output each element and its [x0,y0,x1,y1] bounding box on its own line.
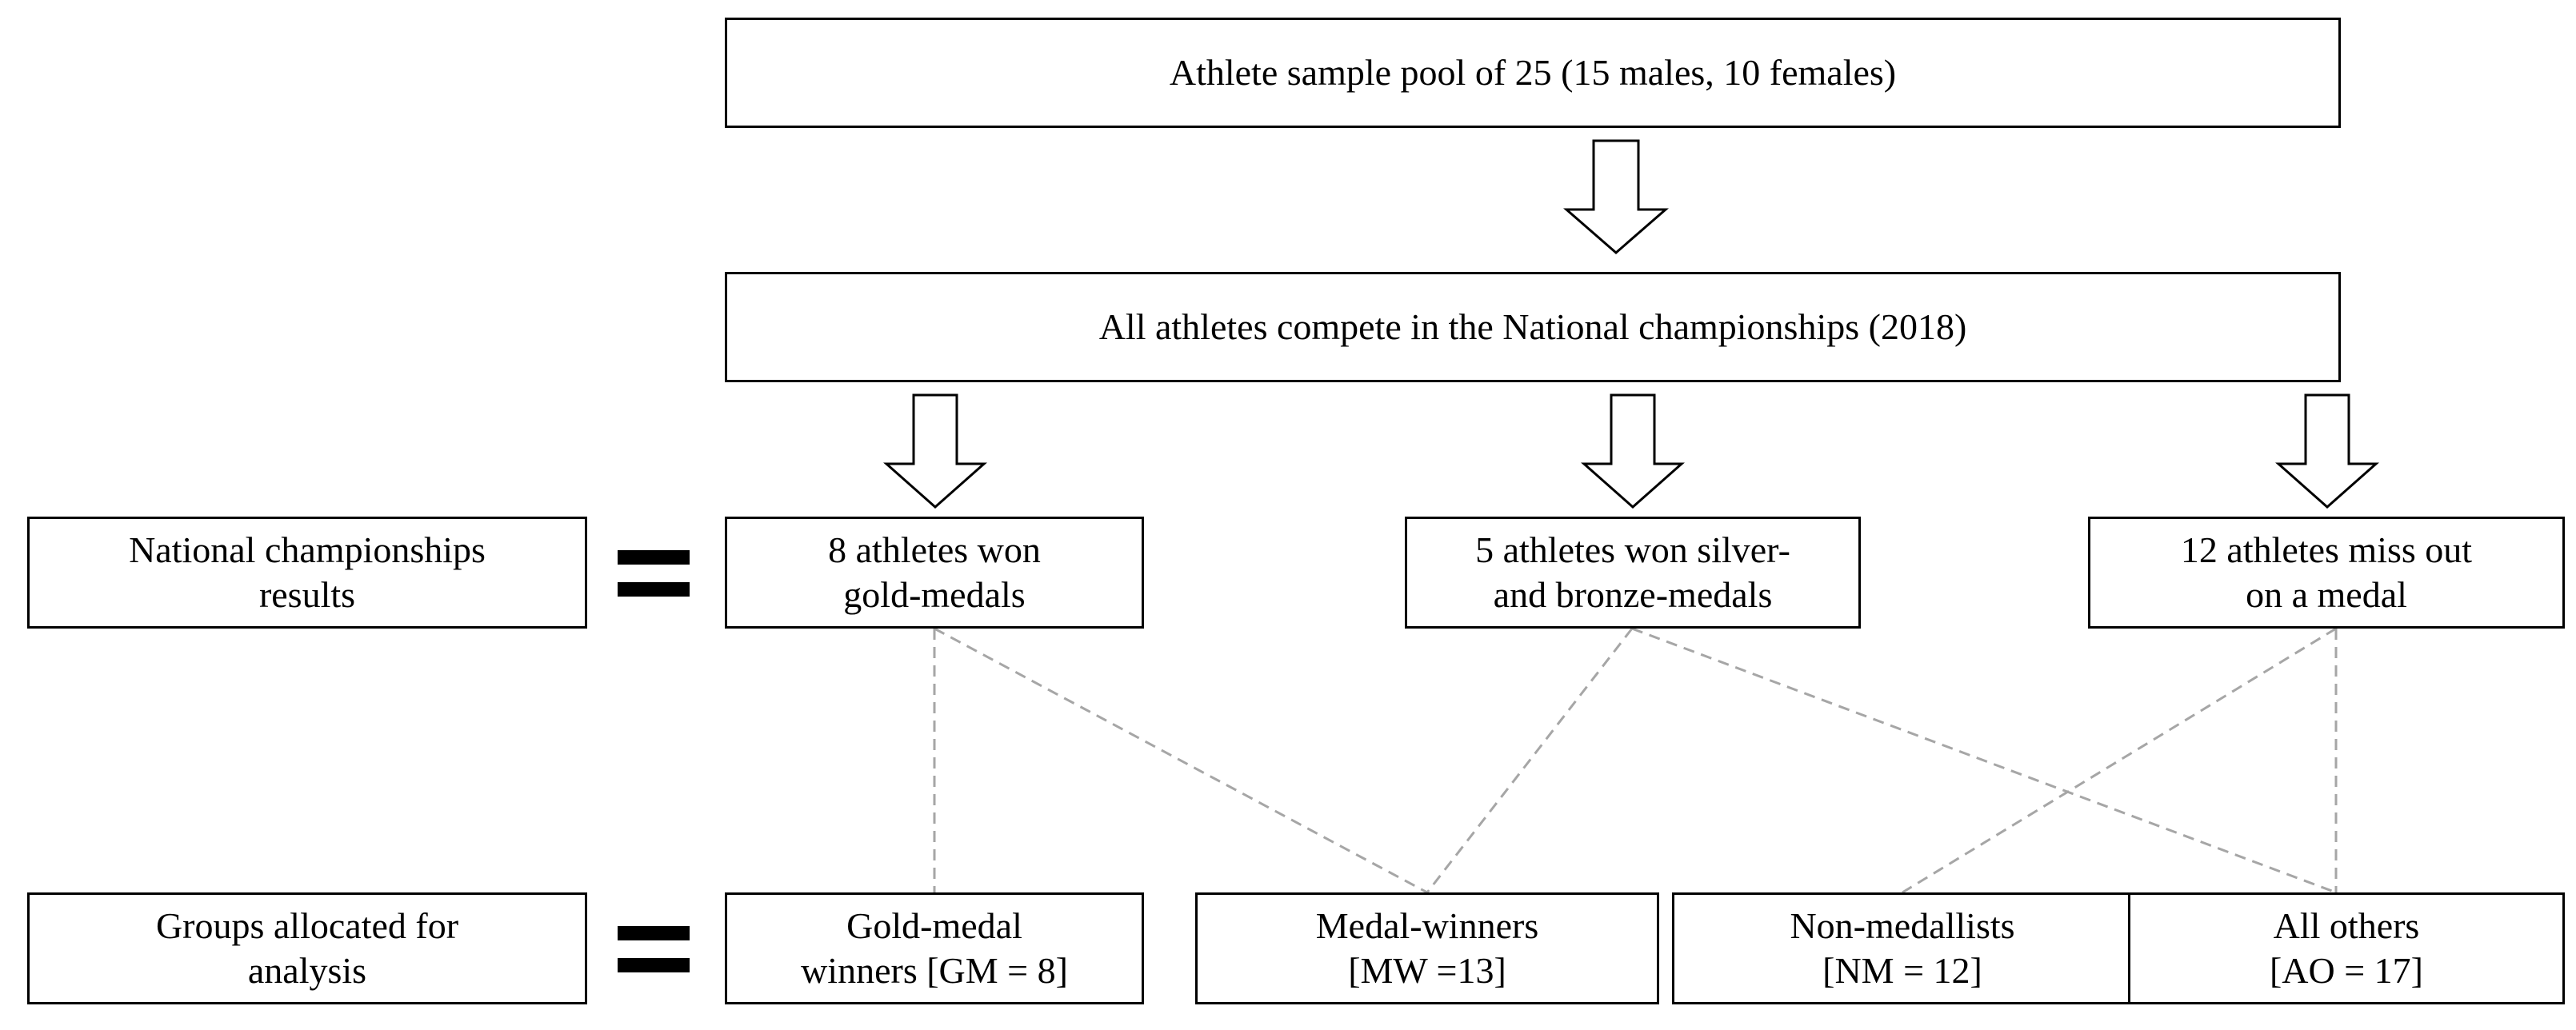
dashed-gold-to-mw [934,627,1428,894]
dashed-nomedal-to-nm [1902,627,2337,894]
arrow-compete-to-gold [883,393,987,509]
equals-sign-groups [618,926,690,974]
no-medal-box: 12 athletes miss out on a medal [2088,517,2565,629]
arrow-compete-to-no-medal [2275,393,2379,509]
pool-box: Athlete sample pool of 25 (15 males, 10 … [725,18,2341,128]
arrow-pool-to-compete [1562,139,1670,254]
silver-bronze-box: 5 athletes won silver- and bronze-medals [1405,517,1861,629]
results-label-box: National championships results [27,517,587,629]
dashed-silver-to-mw [1426,628,1634,893]
gm-group-box: Gold-medal winners [GM = 8] [725,892,1144,1004]
compete-box: All athletes compete in the National cha… [725,272,2341,382]
groups-label-box: Groups allocated for analysis [27,892,587,1004]
nm-group-box: Non-medallists [NM = 12] [1672,892,2133,1004]
equals-sign-results [618,550,690,598]
arrow-compete-to-silver-bronze [1581,393,1685,509]
mw-group-box: Medal-winners [MW =13] [1195,892,1659,1004]
gold-winners-box: 8 athletes won gold-medals [725,517,1144,629]
dashed-silver-to-ao [1631,627,2337,894]
ao-group-box: All others [AO = 17] [2128,892,2565,1004]
